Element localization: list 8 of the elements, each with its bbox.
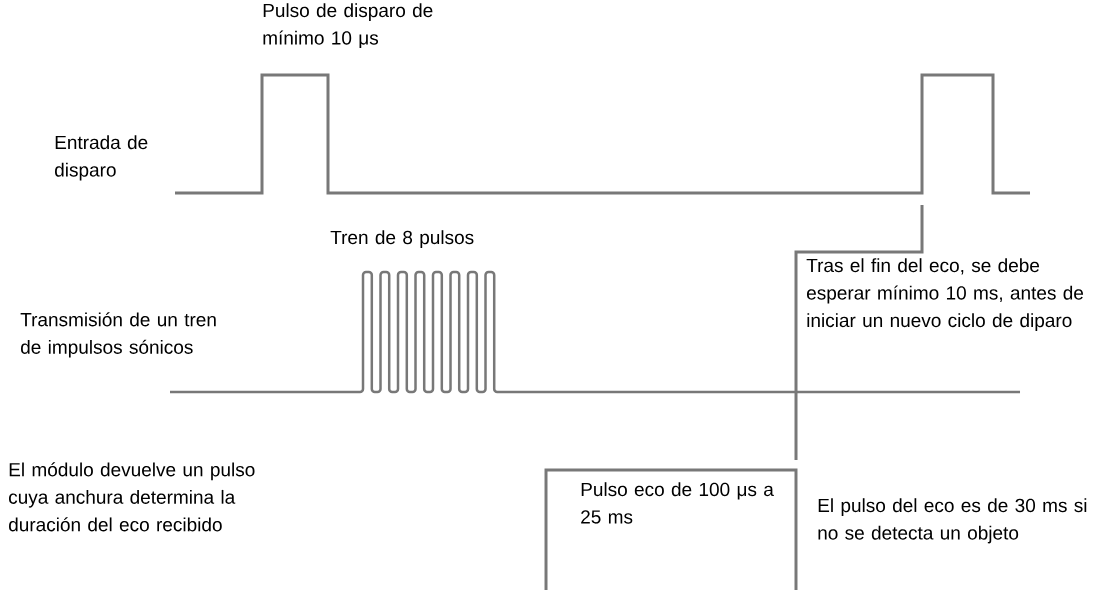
label: Tren de 8 pulsos xyxy=(330,230,474,248)
label: Entrada de disparo xyxy=(55,135,148,181)
label: El módulo devuelve un pulso cuya anchura determina la duración del eco recibido xyxy=(9,462,255,532)
label: Transmisión de un tren de impulsos sónicos xyxy=(20,312,216,358)
label: Pulso de disparo de mínimo 10 μs xyxy=(263,3,433,49)
label: Tras el fin del eco, se debe esperar mínimo 10 ms, antes de iniciar un nuevo ciclo de diparo xyxy=(806,258,1084,331)
label: Pulso eco de 100 μs a 25 ms xyxy=(581,482,774,524)
label: El pulso del eco es de 30 ms si no se detecta un objeto xyxy=(818,498,1087,544)
